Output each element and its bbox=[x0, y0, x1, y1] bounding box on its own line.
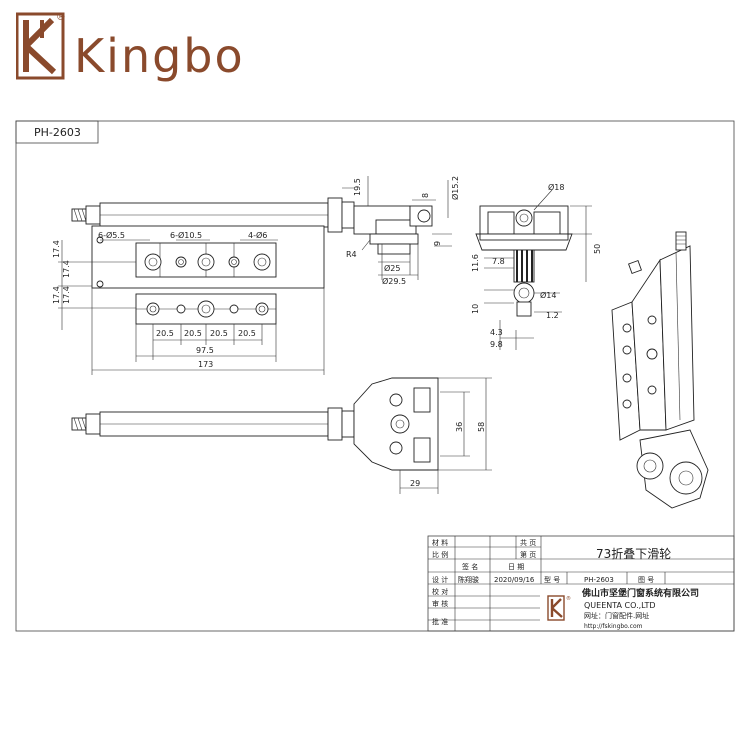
label-drawing-no: 图 号 bbox=[638, 576, 654, 584]
dim-9: 9 bbox=[433, 241, 442, 246]
label-model: 型 号 bbox=[544, 575, 560, 584]
label-sheet-total: 共 页 bbox=[520, 538, 536, 547]
design-date: 2020/09/16 bbox=[494, 576, 535, 584]
dim-8: 8 bbox=[421, 193, 430, 198]
label-approve: 批 准 bbox=[432, 617, 448, 626]
dim-9-8: 9.8 bbox=[490, 340, 503, 349]
label-design: 设 计 bbox=[432, 575, 448, 584]
company-name-cn: 佛山市坚堡门窗系统有限公司 bbox=[581, 587, 699, 599]
model-tag: PH-2603 bbox=[34, 126, 81, 139]
dim-17-4-c: 17.4 bbox=[52, 286, 61, 304]
isometric-view bbox=[611, 231, 709, 509]
model-value: PH-2603 bbox=[584, 576, 614, 584]
title-block bbox=[427, 535, 735, 632]
label-scale: 比 例 bbox=[432, 550, 448, 559]
designer-name: 陈翔骏 bbox=[458, 575, 479, 584]
dim-d25: Ø25 bbox=[384, 263, 400, 273]
label-signature: 签 名 bbox=[462, 562, 478, 571]
dim-d29-5: Ø29.5 bbox=[382, 276, 406, 286]
side-view bbox=[475, 189, 592, 350]
dim-6-105: 6-Ø10.5 bbox=[170, 230, 202, 240]
drawing-frame bbox=[15, 120, 735, 632]
dim-4-3: 4.3 bbox=[490, 328, 503, 337]
company-website-label: 网址：门窗配件.网址 bbox=[584, 611, 649, 620]
dim-11-6: 11.6 bbox=[471, 254, 480, 272]
dim-97-5: 97.5 bbox=[196, 346, 214, 355]
bottom-view bbox=[71, 377, 492, 494]
dim-4-6: 4-Ø6 bbox=[248, 230, 267, 240]
model-tag-box bbox=[15, 120, 99, 144]
dim-15-2: Ø15.2 bbox=[450, 176, 460, 200]
registered-mark: ® bbox=[56, 12, 66, 23]
dim-1-2: 1.2 bbox=[546, 311, 559, 320]
title-block-logo: ® bbox=[547, 595, 571, 621]
product-name: 73折叠下滑轮 bbox=[596, 546, 671, 561]
dim-pitch-2: 20.5 bbox=[184, 329, 202, 338]
dim-pitch-1: 20.5 bbox=[156, 329, 174, 338]
brand-name: Kingbo bbox=[74, 29, 245, 83]
dim-6-55: 6-Ø5.5 bbox=[98, 230, 125, 240]
dim-58: 58 bbox=[477, 422, 486, 432]
dim-pitch-4: 20.5 bbox=[238, 329, 256, 338]
title-block-registered-mark: ® bbox=[566, 595, 571, 602]
dim-d18: Ø18 bbox=[548, 182, 564, 192]
top-view bbox=[58, 176, 452, 375]
dim-17-4-b: 17.4 bbox=[62, 260, 71, 278]
dim-r4: R4 bbox=[346, 250, 357, 259]
dim-d14: Ø14 bbox=[540, 290, 556, 300]
label-date: 日 期 bbox=[508, 563, 524, 571]
dim-173: 173 bbox=[198, 360, 213, 369]
dim-50: 50 bbox=[593, 244, 602, 254]
dim-29: 29 bbox=[410, 479, 420, 488]
company-name-en: QUEENTA CO.,LTD bbox=[584, 601, 656, 610]
dim-19-5: 19.5 bbox=[353, 178, 362, 196]
dim-10: 10 bbox=[471, 304, 480, 314]
label-review: 审 核 bbox=[432, 599, 448, 608]
dim-pitch-3: 20.5 bbox=[210, 329, 228, 338]
dim-36: 36 bbox=[455, 422, 464, 432]
dim-17-4-d: 17.4 bbox=[62, 286, 71, 304]
dim-7-8: 7.8 bbox=[492, 257, 505, 266]
company-website-url: http://fskingbo.com bbox=[584, 623, 643, 630]
label-sheet-no: 第 页 bbox=[520, 550, 536, 559]
kingbo-logo-mark bbox=[16, 12, 65, 80]
label-material: 材 料 bbox=[432, 538, 448, 547]
label-check: 校 对 bbox=[432, 587, 448, 596]
kingbo-logo: ® Kingbo bbox=[16, 12, 245, 83]
dim-17-4-a: 17.4 bbox=[52, 240, 61, 258]
